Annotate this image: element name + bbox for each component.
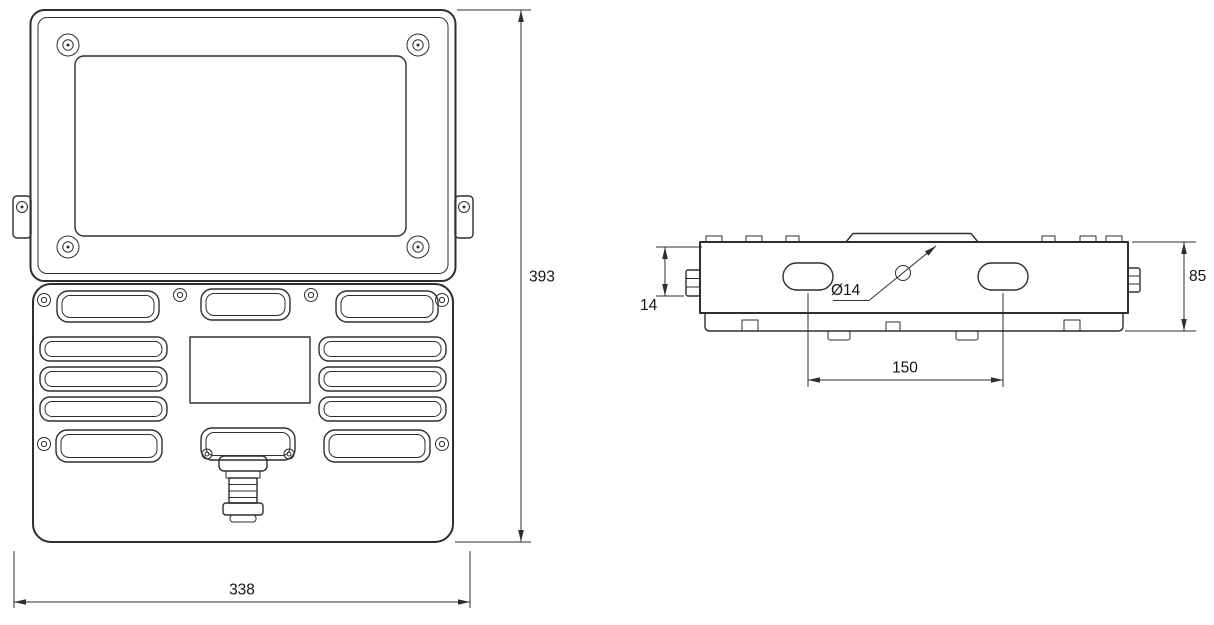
- side-bracket-dimension-label: 14: [640, 297, 658, 314]
- hole-spacing-dimension-label: 150: [892, 360, 918, 377]
- hole-diameter-label: Ø14: [831, 282, 861, 299]
- hole-diameter-leader: Ø14: [831, 245, 937, 301]
- lens-window: [74, 55, 407, 237]
- top-clips: [705, 235, 1123, 243]
- front-height-dimension: 393: [455, 9, 555, 543]
- front-width-dimension-label: 338: [229, 582, 255, 599]
- bottom-lip: [704, 313, 1124, 341]
- mounting-slot: [782, 262, 834, 291]
- front-width-dimension: 338: [13, 551, 471, 608]
- vent-slot: [323, 429, 431, 463]
- heatsink-fin: [318, 366, 447, 392]
- body-screw: [37, 437, 51, 451]
- vent-slot: [55, 429, 163, 463]
- corner-screw: [406, 235, 430, 259]
- label-plate: [189, 336, 311, 404]
- front-frame: [29, 9, 457, 282]
- body-screw: [304, 288, 318, 302]
- side-view: 85 14 Ø14 150: [640, 232, 1206, 387]
- heatsink-fin: [39, 336, 168, 362]
- heatsink-fin: [318, 396, 447, 422]
- cable-gland: [218, 455, 268, 523]
- body-screw: [37, 293, 51, 307]
- mounting-bracket-left: [12, 195, 32, 239]
- side-height-dimension: 85: [1125, 241, 1206, 332]
- mounting-slot: [977, 262, 1029, 291]
- top-cap: [845, 232, 979, 243]
- vent-slot: [200, 288, 291, 321]
- front-height-dimension-label: 393: [529, 269, 555, 286]
- vent-slot: [200, 427, 296, 461]
- side-bracket-dimension: 14: [640, 246, 702, 314]
- corner-screw: [56, 33, 80, 57]
- mounting-hole: [895, 265, 911, 281]
- corner-screw: [56, 235, 80, 259]
- heatsink-fin: [318, 336, 447, 362]
- front-view: 393 338: [12, 9, 555, 608]
- body-screw: [173, 288, 187, 302]
- hole-spacing-dimension: 150: [807, 293, 1004, 387]
- vent-slot: [56, 290, 160, 323]
- side-height-dimension-label: 85: [1189, 268, 1206, 285]
- body-housing: [32, 283, 454, 543]
- vent-slot: [335, 290, 439, 323]
- heatsink-fin: [39, 396, 168, 422]
- side-body: [699, 241, 1129, 314]
- corner-screw: [406, 33, 430, 57]
- side-knob-right: [1127, 267, 1141, 293]
- body-screw: [435, 437, 449, 451]
- heatsink-fin: [39, 366, 168, 392]
- mounting-bracket-right: [454, 195, 474, 239]
- side-knob-left: [685, 269, 701, 297]
